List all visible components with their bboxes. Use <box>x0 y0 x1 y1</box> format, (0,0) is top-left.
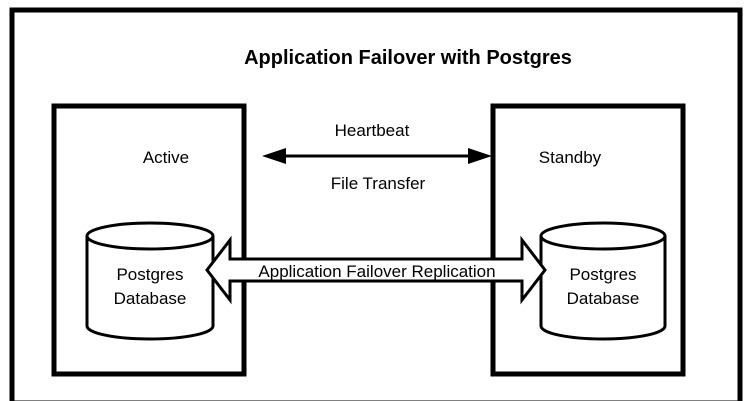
active-server: Active <box>51 103 247 377</box>
active-server-box <box>51 103 247 377</box>
standby-database-label-line2: Database <box>567 289 640 308</box>
standby-database-label-line1: Postgres <box>569 265 636 284</box>
heartbeat-arrowhead-right <box>468 148 492 164</box>
replication-label: Application Failover Replication <box>258 262 495 281</box>
standby-server: Standby <box>490 103 686 377</box>
replication-arrow <box>205 235 547 305</box>
active-database-label-line2: Database <box>114 289 187 308</box>
heartbeat-connection: Heartbeat File Transfer <box>262 121 492 193</box>
active-server-label: Active <box>143 148 189 167</box>
replication-connection: Application Failover Replication <box>205 235 547 305</box>
standby-database-cylinder: Postgres Database <box>539 221 667 341</box>
file-transfer-label: File Transfer <box>331 174 426 193</box>
standby-server-label: Standby <box>539 148 602 167</box>
heartbeat-label: Heartbeat <box>335 121 410 140</box>
standby-server-box <box>490 103 686 377</box>
diagram-title: Application Failover with Postgres <box>244 47 572 69</box>
active-database-cylinder: Postgres Database <box>85 221 215 341</box>
active-database-label-line1: Postgres <box>116 265 183 284</box>
heartbeat-arrowhead-left <box>262 148 286 164</box>
